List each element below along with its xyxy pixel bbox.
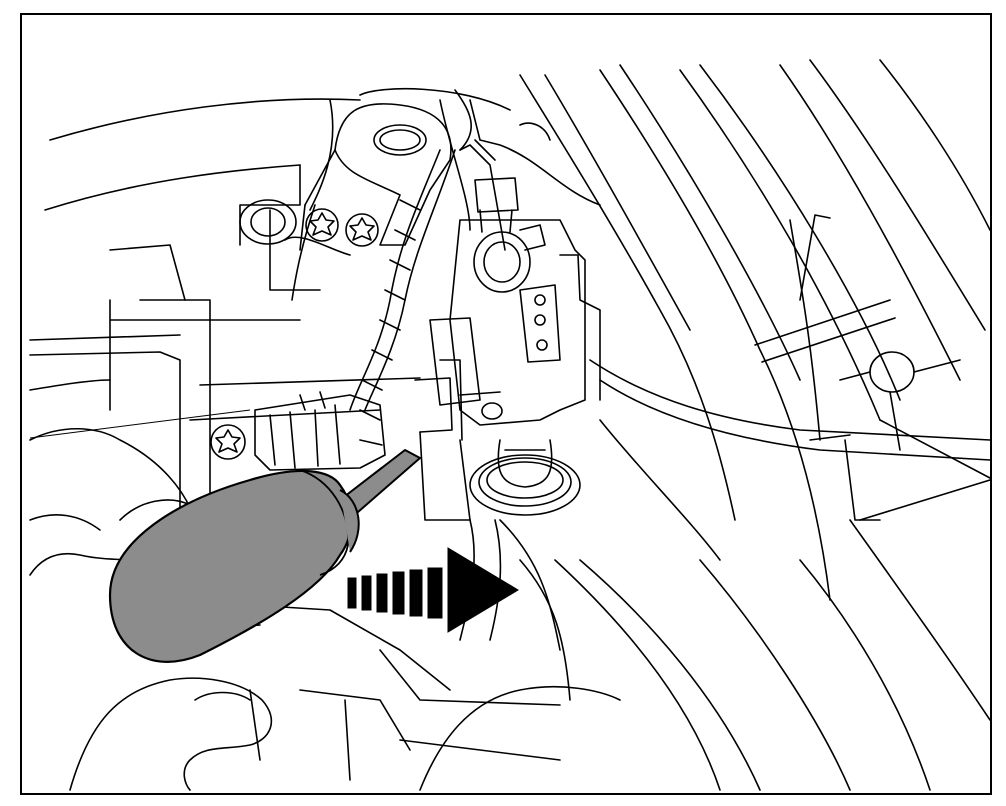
torx-screw-icon <box>305 208 339 242</box>
hand-icon <box>69 677 621 791</box>
valve-assembly <box>414 177 601 521</box>
plug-left <box>239 199 297 245</box>
torx-screw-icon <box>210 424 246 460</box>
direction-arrow-icon <box>347 547 519 633</box>
torx-screw-icon <box>345 213 379 247</box>
rubber-boot <box>469 439 581 516</box>
wiring-harness <box>349 89 506 411</box>
mounting-bracket <box>291 103 452 301</box>
electrical-connector <box>254 391 386 471</box>
leader-line <box>29 409 251 439</box>
cable-clip <box>754 214 991 521</box>
figure-border <box>20 13 992 795</box>
fender-lines <box>519 59 991 791</box>
screwdriver-icon <box>108 449 421 663</box>
